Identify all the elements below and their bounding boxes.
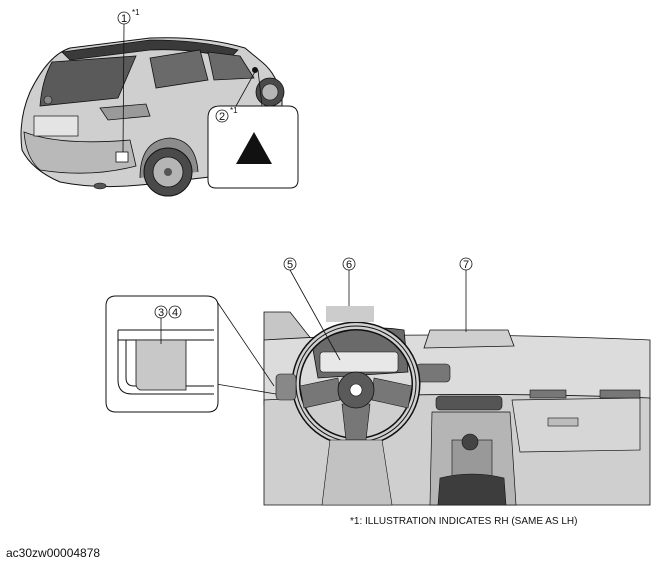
inset-switch-detail: 3 4	[105, 295, 277, 413]
svg-text:3: 3	[158, 307, 164, 319]
footnote: *1: ILLUSTRATION INDICATES RH (SAME AS L…	[350, 516, 578, 527]
svg-text:*1: *1	[132, 8, 140, 17]
svg-text:1: 1	[121, 13, 127, 25]
svg-text:2: 2	[219, 111, 225, 123]
callout-5: 5	[283, 257, 341, 361]
callout-6: 6	[342, 257, 356, 306]
callout-2: 2 *1	[207, 69, 299, 189]
svg-text:5: 5	[287, 259, 293, 271]
svg-text:*1: *1	[230, 106, 238, 115]
callout-7: 7	[459, 257, 473, 332]
svg-text:4: 4	[172, 307, 178, 319]
vehicle-rear-illustration	[20, 37, 285, 197]
document-id: ac30zw00004878	[6, 546, 101, 560]
warning-triangle-icon	[236, 132, 272, 164]
callout-1: 1 *1	[117, 8, 140, 153]
svg-text:7: 7	[463, 259, 469, 271]
svg-text:6: 6	[346, 259, 352, 271]
dashboard-illustration	[263, 306, 651, 506]
